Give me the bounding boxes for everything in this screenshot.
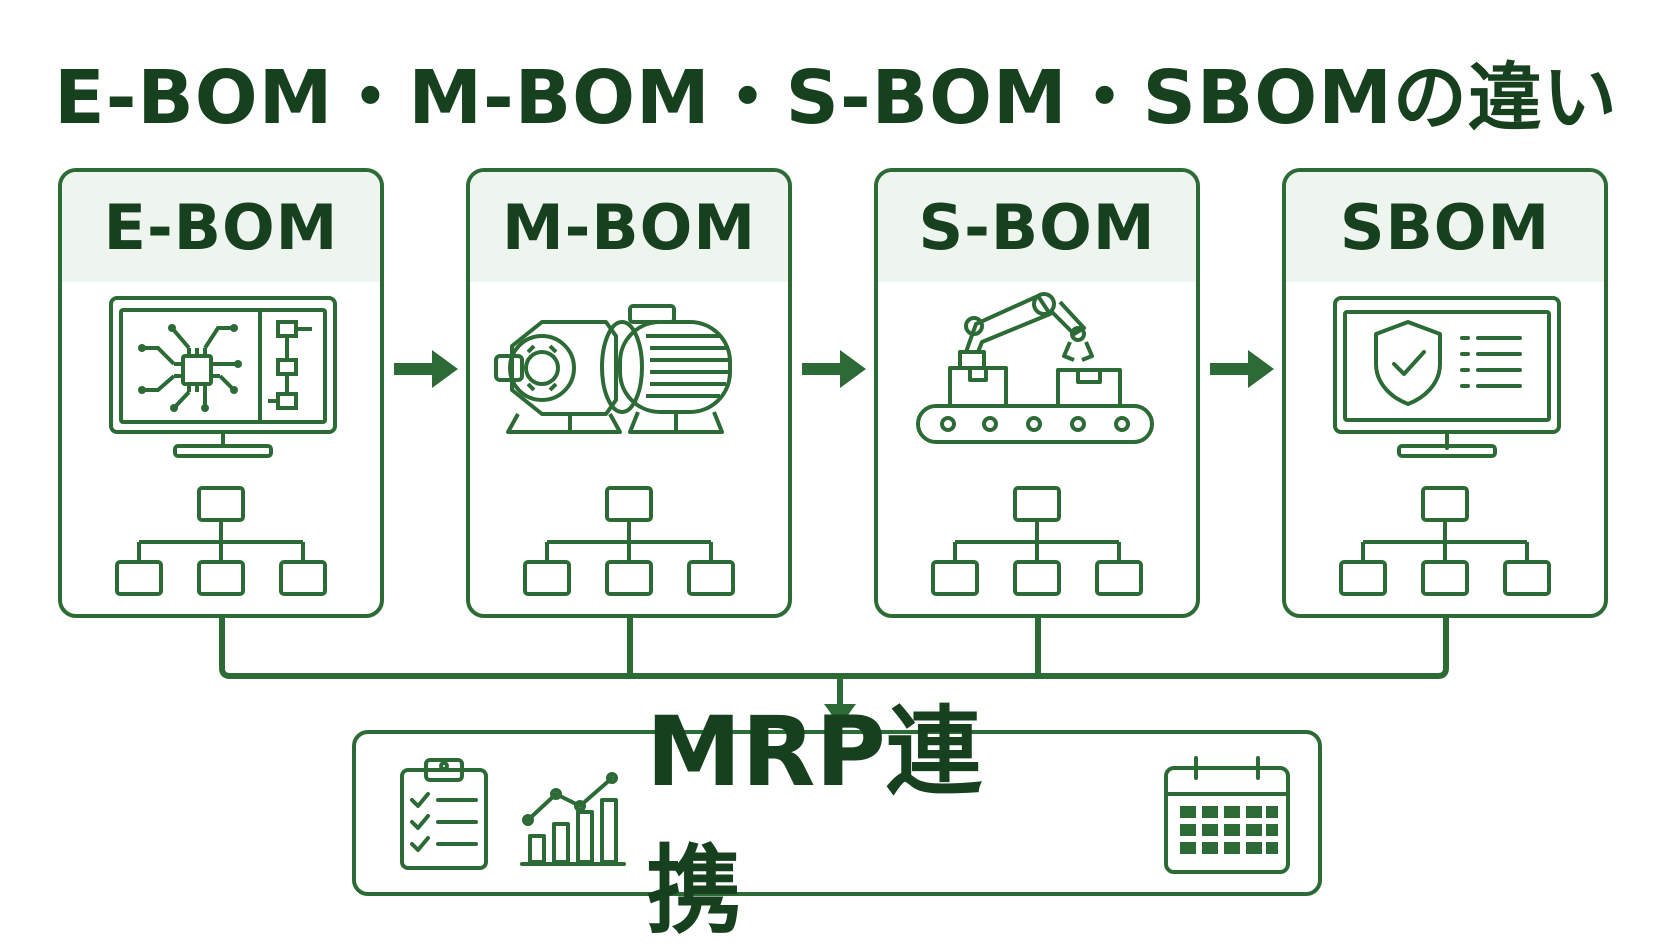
card-title: M-BOM [470,172,788,282]
card-sbom: SBOM [1282,168,1608,618]
hierarchy-tree-icon [115,486,327,596]
card-title: SBOM [1286,172,1604,282]
bar-chart-trend-icon [520,772,626,866]
card-title: S-BOM [878,172,1196,282]
mrp-box: MRP連携 [352,696,1322,947]
calendar-icon [1164,756,1290,874]
card-title: E-BOM [62,172,380,282]
hierarchy-tree-icon [931,486,1143,596]
arrow-right-icon [1210,350,1274,388]
motor-gearbox-icon [494,304,732,434]
page-title: E-BOM・M-BOM・S-BOM・SBOMの違い [54,55,1618,141]
arrow-right-icon [802,350,866,388]
hierarchy-tree-icon [1339,486,1551,596]
circuit-design-monitor-icon [109,296,337,458]
checklist-clipboard-icon [400,758,488,870]
hierarchy-tree-icon [523,486,735,596]
card-m-bom: M-BOM [466,168,792,618]
robot-arm-conveyor-icon [916,292,1154,444]
card-s-bom: S-BOM [874,168,1200,618]
security-shield-monitor-icon [1333,296,1561,458]
card-e-bom: E-BOM [58,168,384,618]
arrow-right-icon [394,350,458,388]
mrp-label: MRP連携 [646,696,982,947]
